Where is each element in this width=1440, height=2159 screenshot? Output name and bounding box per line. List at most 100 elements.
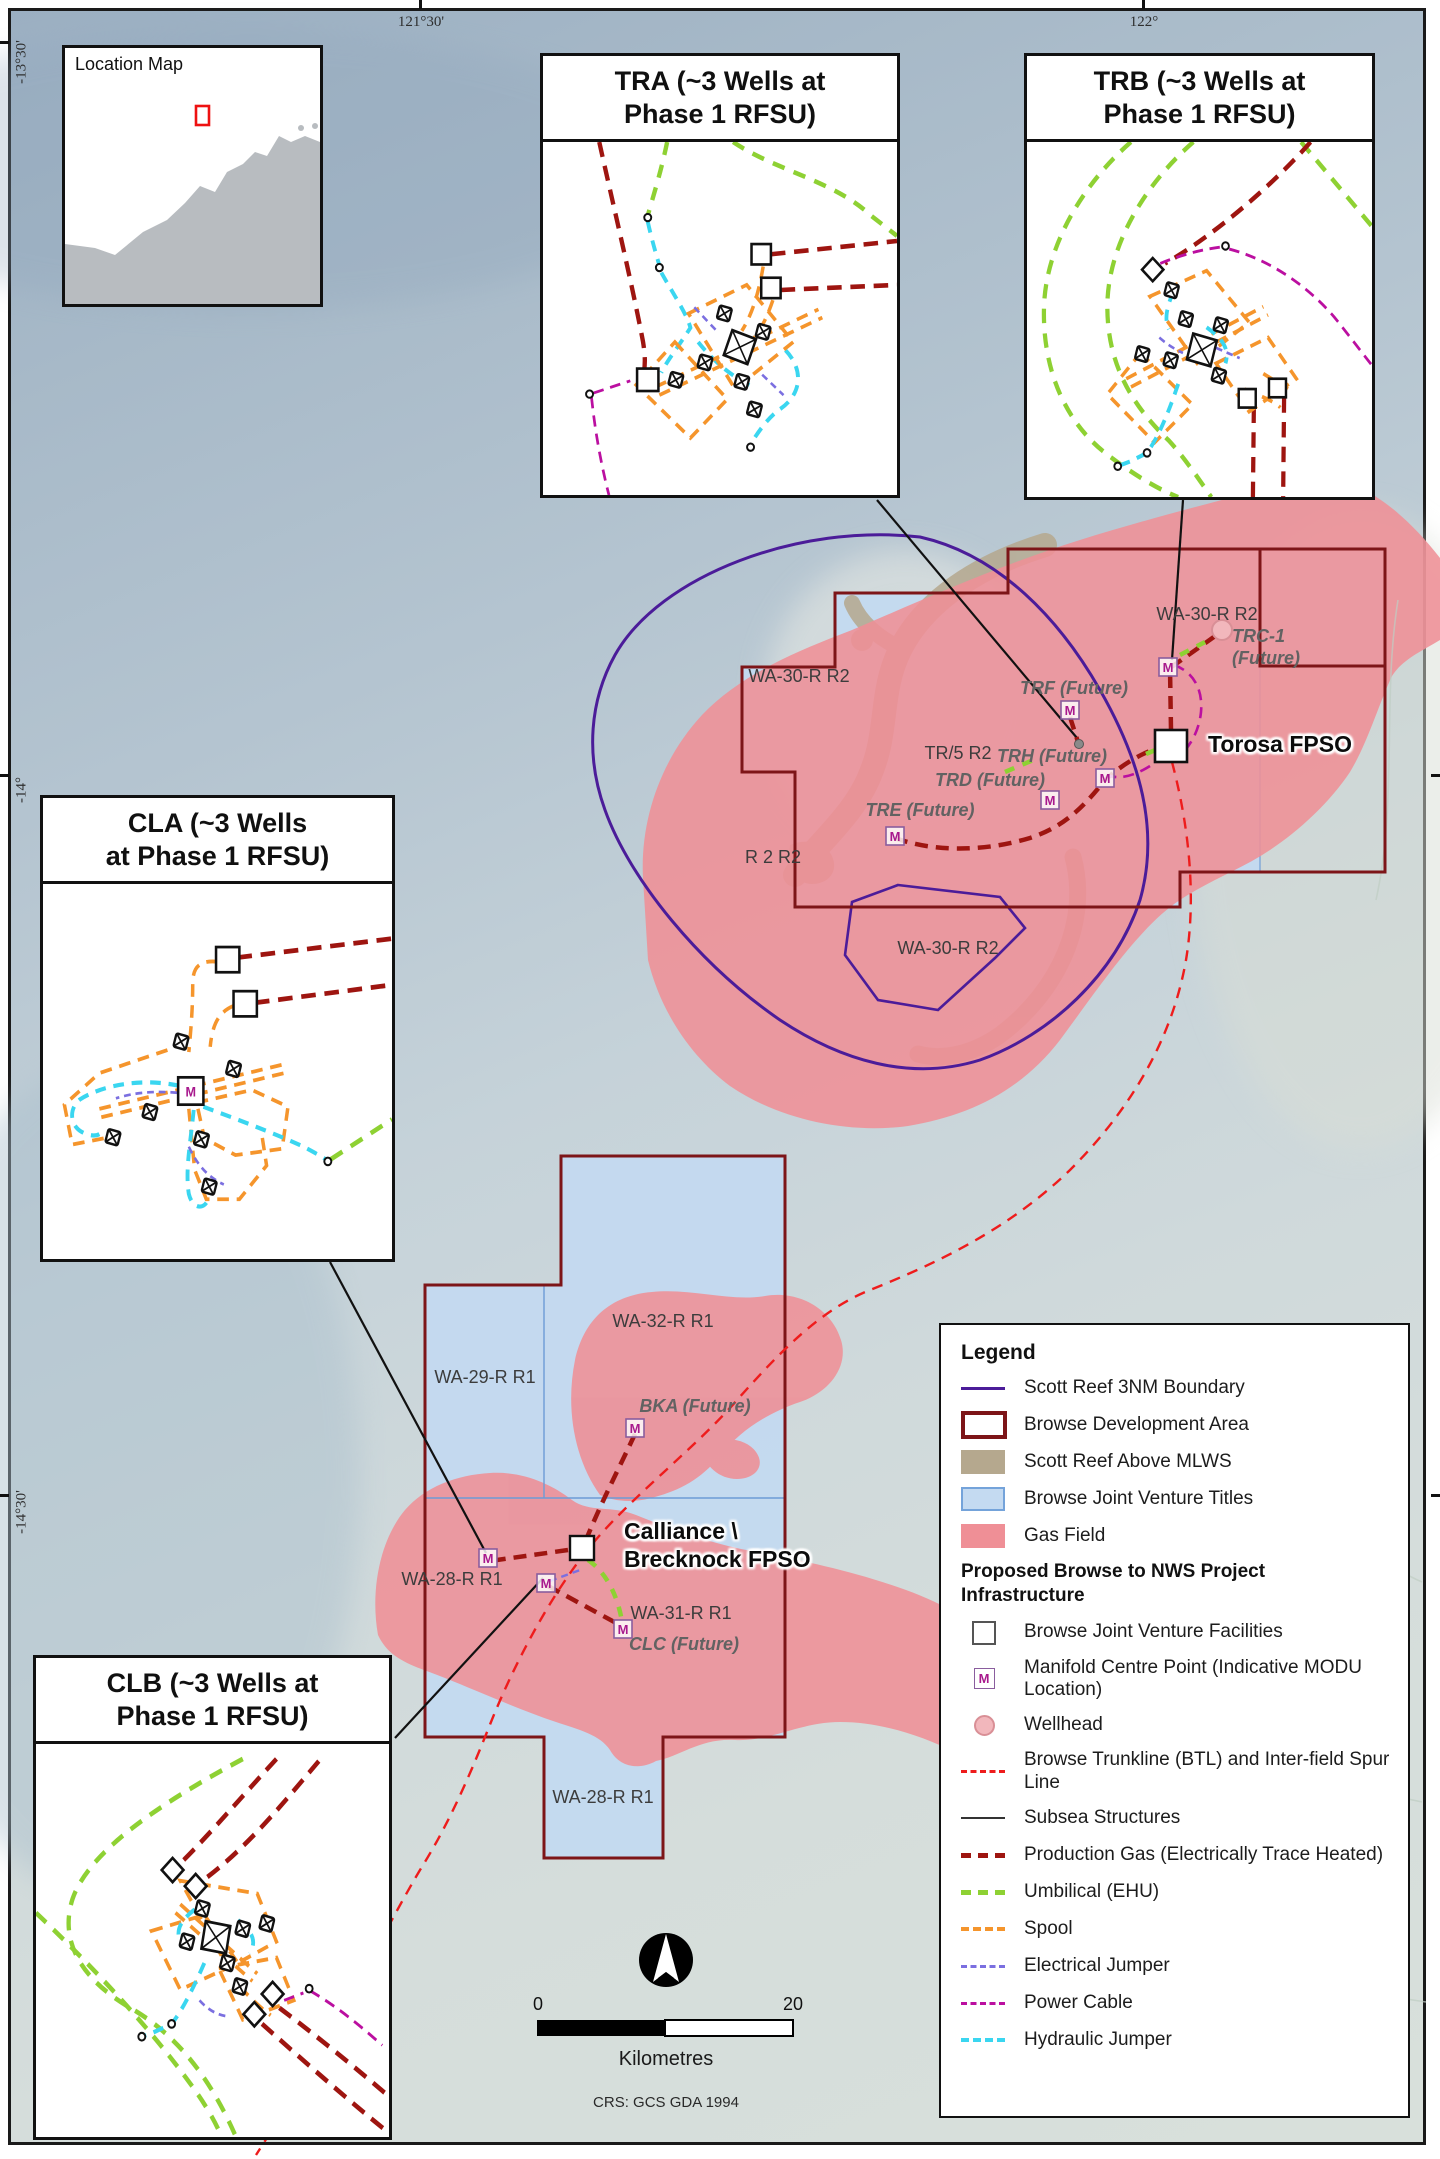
legend-item-spool: Spool xyxy=(961,1916,1390,1942)
inset-clb-diagram xyxy=(36,1744,389,2137)
gas-field-swatch xyxy=(961,1523,1007,1549)
legend-item-trunkline: Browse Trunkline (BTL) and Inter-field S… xyxy=(961,1749,1390,1794)
legend-subheader: Proposed Browse to NWS Project Infrastru… xyxy=(961,1561,1266,1606)
legend-item-reef-above-mlws: Scott Reef Above MLWS xyxy=(961,1449,1390,1475)
location-map-title: Location Map xyxy=(75,54,184,74)
legend-item-electrical-jumper: Electrical Jumper xyxy=(961,1953,1390,1979)
scale-twenty: 20 xyxy=(782,1994,804,2014)
scale-bar-block: 0 20 Kilometres CRS: GCS GDA 1994 xyxy=(520,1922,812,2132)
subsea-structures-swatch xyxy=(961,1805,1007,1831)
callout-node xyxy=(1074,739,1084,749)
umbilical-swatch xyxy=(961,1879,1007,1905)
inset-tra-title-line2: Phase 1 RFSU) xyxy=(623,98,817,129)
label-wa29: WA-29-R R1 xyxy=(434,1367,536,1388)
legend-item-subsea-structures: Subsea Structures xyxy=(961,1805,1390,1831)
scale-zero: 0 xyxy=(532,1994,544,2014)
legend-item-gas-field: Gas Field xyxy=(961,1523,1390,1549)
coord-label-122: 122° xyxy=(1129,14,1159,30)
coord-label-1330: -13°30' xyxy=(13,40,30,84)
browse-development-area-boundary xyxy=(423,547,1387,1860)
legend-item-jv-facilities: Browse Joint Venture Facilities xyxy=(961,1620,1390,1646)
production-gas-swatch xyxy=(961,1842,1007,1868)
legend-item-jv-titles: Browse Joint Venture Titles xyxy=(961,1486,1390,1512)
coord-label-14: -14° xyxy=(13,777,30,803)
inset-clb: CLB (~3 Wells at Phase 1 RFSU) xyxy=(33,1655,392,2140)
label-tre: TRE (Future) xyxy=(865,800,975,821)
coord-label-12130: 121°30' xyxy=(397,14,445,30)
label-wa28-mid: WA-28-R R1 xyxy=(401,1569,503,1590)
label-trc1-line2: (Future) xyxy=(1232,647,1300,668)
inset-tra-title-line1: TRA (~3 Wells at xyxy=(614,66,826,96)
graticule-ticks xyxy=(0,0,1440,1497)
inset-cla-diagram: M xyxy=(43,884,392,1259)
facilities xyxy=(478,619,1233,1639)
coord-label-1430: -14°30' xyxy=(13,1490,30,1534)
production-gas-lines xyxy=(496,632,1220,1626)
inset-clb-title-line2: Phase 1 RFSU) xyxy=(116,1700,309,1731)
label-wa28-south: WA-28-R R1 xyxy=(552,1787,654,1808)
label-tr5: TR/5 R2 xyxy=(924,743,992,764)
gas-field-brecknock xyxy=(571,1291,843,1501)
label-r2r2: R 2 R2 xyxy=(744,847,802,868)
inset-trb: TRB (~3 Wells at Phase 1 RFSU) xyxy=(1024,53,1375,500)
manifold-swatch: M xyxy=(961,1666,1007,1692)
crs-note: CRS: GCS GDA 1994 xyxy=(593,2094,739,2111)
inset-tra: TRA (~3 Wells at Phase 1 RFSU) xyxy=(540,53,900,498)
label-calliance-fpso: Calliance \ Brecknock FPSO xyxy=(624,1518,811,1573)
reef-above-mlws-swatch xyxy=(961,1449,1007,1475)
label-torosa-fpso: Torosa FPSO xyxy=(1208,731,1352,757)
umbilical-lines xyxy=(586,640,1207,1623)
spool-swatch xyxy=(961,1916,1007,1942)
label-trc1: TRC-1 (Future) xyxy=(1232,626,1300,669)
browse-location-marker xyxy=(194,104,211,127)
browse-trunkline xyxy=(254,761,1193,2156)
legend-item-wellhead: Wellhead xyxy=(961,1712,1390,1738)
inset-trb-title-line2: Phase 1 RFSU) xyxy=(1103,98,1296,129)
wa-landmass xyxy=(65,136,320,304)
inset-trb-diagram xyxy=(1027,141,1372,497)
inset-callout-lines xyxy=(329,499,1185,1739)
label-wa30r-west: WA-30-R R2 xyxy=(748,666,850,687)
label-wa31: WA-31-R R1 xyxy=(630,1603,732,1624)
inset-cla-title: CLA (~3 Wells at Phase 1 RFSU) xyxy=(43,798,392,884)
label-calliance-line1: Calliance \ xyxy=(624,1518,738,1544)
electrical-jumper-swatch xyxy=(961,1953,1007,1979)
legend-item-production-gas: Production Gas (Electrically Trace Heate… xyxy=(961,1842,1390,1868)
trc1-wellhead xyxy=(1211,619,1233,641)
label-wa30r-inner: WA-30-R R2 xyxy=(897,938,999,959)
hydraulic-jumper-swatch xyxy=(961,2027,1007,2053)
label-wa30r-ne: WA-30-R R2 xyxy=(1156,604,1258,625)
inset-clb-title: CLB (~3 Wells at Phase 1 RFSU) xyxy=(36,1658,389,1744)
scale-bar-canvas xyxy=(537,1933,794,2037)
gas-field-calliance xyxy=(375,1472,1060,1769)
inset-tra-diagram xyxy=(543,141,897,495)
torosa-fpso-facility xyxy=(1153,728,1189,764)
inset-cla-title-line2: at Phase 1 RFSU) xyxy=(105,840,330,871)
legend-item-power-cable: Power Cable xyxy=(961,1990,1390,2016)
legend-item-scott-reef-boundary: Scott Reef 3NM Boundary xyxy=(961,1375,1390,1401)
label-trd: TRD (Future) xyxy=(935,770,1045,791)
legend-item-development-area: Browse Development Area xyxy=(961,1411,1390,1439)
island-dot xyxy=(312,123,318,129)
development-area-swatch xyxy=(961,1411,1007,1439)
jv-facilities-swatch xyxy=(961,1620,1007,1646)
inset-cla: CLA (~3 Wells at Phase 1 RFSU) xyxy=(40,795,395,1262)
wellhead-swatch xyxy=(961,1712,1007,1738)
label-trh: TRH (Future) xyxy=(997,746,1107,767)
scale-units: Kilometres xyxy=(618,2048,714,2070)
location-map-canvas xyxy=(65,104,320,304)
scale-bar-white-half xyxy=(664,2019,794,2037)
label-bka: BKA (Future) xyxy=(639,1396,751,1417)
label-wa32: WA-32-R R1 xyxy=(612,1311,714,1332)
inset-clb-title-line1: CLB (~3 Wells at xyxy=(106,1668,319,1698)
island-dot xyxy=(298,125,304,131)
legend-item-umbilical: Umbilical (EHU) xyxy=(961,1879,1390,1905)
label-trf: TRF (Future) xyxy=(1020,678,1128,699)
legend-item-hydraulic-jumper: Hydraulic Jumper xyxy=(961,2027,1390,2053)
jv-titles-swatch xyxy=(961,1486,1007,1512)
label-calliance-line2: Brecknock FPSO xyxy=(624,1545,811,1572)
inset-trb-title: TRB (~3 Wells at Phase 1 RFSU) xyxy=(1027,56,1372,142)
calliance-brecknock-fpso-facility xyxy=(568,1534,596,1562)
scale-bar-black-half xyxy=(537,2020,665,2036)
